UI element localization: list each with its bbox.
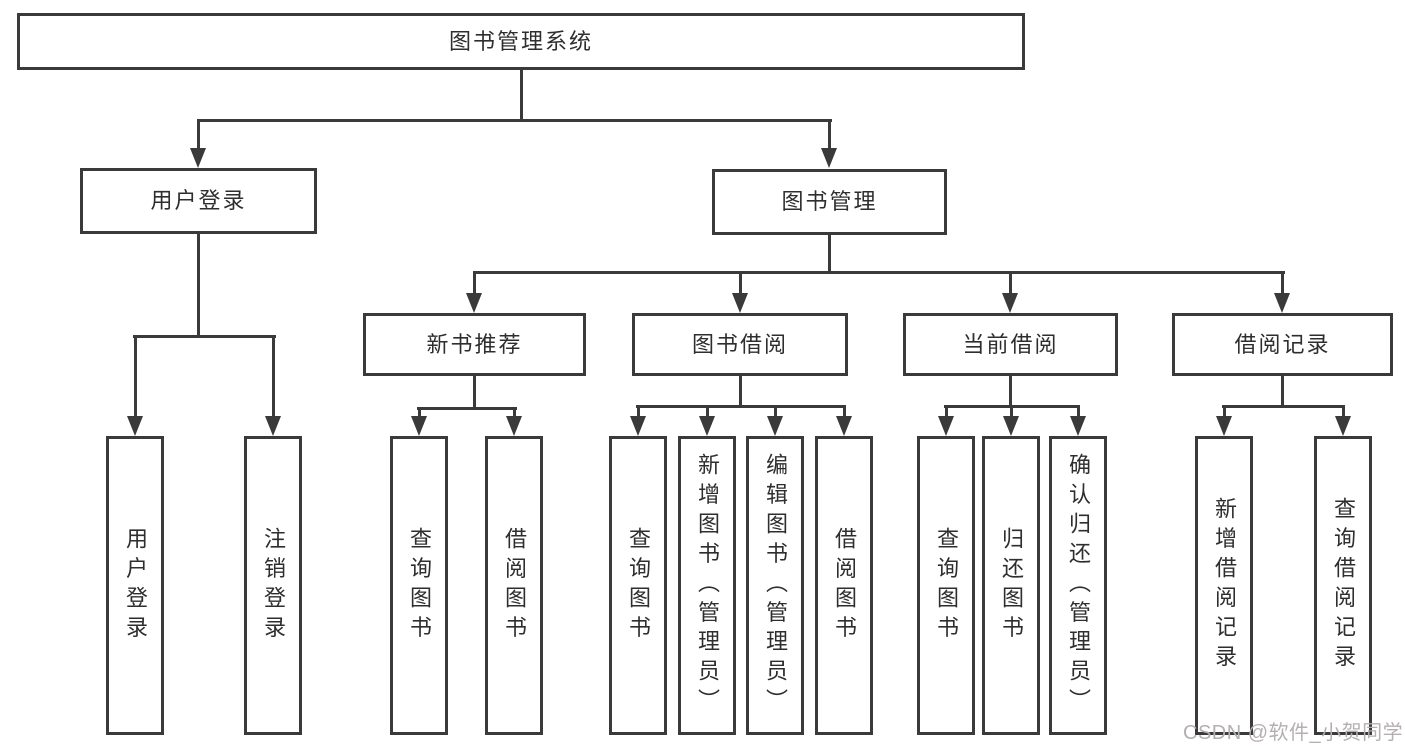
connector-line	[636, 405, 846, 408]
connector-line	[520, 70, 523, 119]
arrow-down-icon	[1002, 293, 1018, 313]
connector-line	[196, 119, 200, 154]
leaf-label: 查询图书	[407, 526, 432, 645]
arrow-down-icon	[836, 416, 852, 436]
arrow-down-icon	[466, 293, 482, 313]
arrow-down-icon	[1216, 416, 1232, 436]
connector-line	[636, 405, 640, 422]
connector-line	[944, 405, 948, 422]
leaf-label: 用户登录	[123, 526, 148, 645]
connector-line	[197, 119, 832, 122]
connector-line	[417, 407, 517, 410]
connector-line	[197, 234, 200, 335]
arrow-down-icon	[630, 416, 646, 436]
connector-line	[705, 405, 709, 422]
leaf-query-borrow-record: 查询借阅记录	[1314, 436, 1372, 735]
connector-line	[271, 335, 275, 422]
connector-line	[1280, 271, 1284, 299]
node-current-borrowing: 当前借阅	[903, 313, 1118, 376]
arrow-down-icon	[938, 416, 954, 436]
node-label: 新书推荐	[426, 331, 523, 357]
leaf-add-borrow-record: 新增借阅记录	[1195, 436, 1253, 735]
leaf-borrow-books-1: 借阅图书	[485, 436, 543, 735]
connector-line	[133, 335, 276, 338]
node-label: 图书借阅	[691, 331, 788, 357]
leaf-query-books-1: 查询图书	[390, 436, 448, 735]
connector-line	[1281, 376, 1284, 405]
connector-line	[472, 271, 476, 299]
leaf-return-books: 归还图书	[982, 436, 1040, 735]
connector-line	[1009, 405, 1013, 422]
connector-line	[738, 271, 742, 299]
connector-line	[1341, 405, 1345, 422]
connector-line	[473, 376, 476, 407]
arrow-down-icon	[411, 416, 427, 436]
connector-line	[512, 407, 516, 422]
connector-line	[1009, 376, 1012, 405]
leaf-label: 编辑图书（管理员）	[763, 452, 788, 719]
leaf-query-books-3: 查询图书	[917, 436, 975, 735]
leaf-query-books-2: 查询图书	[609, 436, 667, 735]
leaf-label: 归还图书	[999, 526, 1024, 645]
connector-line	[739, 376, 742, 405]
connector-line	[133, 335, 137, 422]
arrow-down-icon	[732, 293, 748, 313]
leaf-user-login: 用户登录	[106, 436, 164, 735]
node-label: 当前借阅	[962, 331, 1059, 357]
leaf-borrow-books-2: 借阅图书	[815, 436, 873, 735]
leaf-logout: 注销登录	[244, 436, 302, 735]
connector-line	[773, 405, 777, 422]
arrow-down-icon	[767, 416, 783, 436]
leaf-label: 新增借阅记录	[1212, 497, 1237, 674]
leaf-label: 查询借阅记录	[1331, 497, 1356, 674]
node-label: 借阅记录	[1234, 331, 1331, 357]
leaf-confirm-return-admin: 确认归还（管理员）	[1049, 436, 1107, 735]
arrow-down-icon	[1335, 416, 1351, 436]
node-new-book-recommend: 新书推荐	[363, 313, 586, 376]
node-label: 图书管理	[781, 189, 878, 214]
arrow-down-icon	[1003, 416, 1019, 436]
arrow-down-icon	[506, 416, 522, 436]
arrow-down-icon	[265, 416, 281, 436]
arrow-down-icon	[1274, 293, 1290, 313]
arrow-down-icon	[190, 148, 206, 168]
node-user-login: 用户登录	[80, 168, 317, 234]
leaf-label: 新增图书（管理员）	[695, 452, 720, 719]
leaf-label: 查询图书	[626, 526, 651, 645]
leaf-label: 借阅图书	[502, 526, 527, 645]
leaf-label: 借阅图书	[832, 526, 857, 645]
leaf-add-books-admin: 新增图书（管理员）	[678, 436, 736, 735]
leaf-label: 注销登录	[261, 526, 286, 645]
arrow-down-icon	[127, 416, 143, 436]
arrow-down-icon	[1070, 416, 1086, 436]
node-book-borrowing: 图书借阅	[632, 313, 848, 376]
node-library-management-system: 图书管理系统	[17, 13, 1025, 70]
node-label: 用户登录	[150, 188, 247, 213]
connector-line	[1222, 405, 1226, 422]
node-borrowing-records: 借阅记录	[1172, 313, 1393, 376]
connector-line	[417, 407, 421, 422]
connector-line	[473, 271, 1285, 274]
leaf-label: 查询图书	[934, 526, 959, 645]
node-book-management: 图书管理	[712, 169, 947, 235]
connector-line	[827, 119, 831, 154]
node-label: 图书管理系统	[448, 28, 593, 54]
leaf-edit-books-admin: 编辑图书（管理员）	[746, 436, 804, 735]
connector-line	[1076, 405, 1080, 422]
watermark-csdn: CSDN @软件_小贺同学	[1183, 722, 1404, 744]
connector-line	[1222, 405, 1345, 408]
leaf-label: 确认归还（管理员）	[1066, 452, 1091, 719]
connector-line	[828, 235, 831, 271]
connector-line	[1008, 271, 1012, 299]
arrow-down-icon	[821, 148, 837, 168]
arrow-down-icon	[699, 416, 715, 436]
connector-line	[842, 405, 846, 422]
